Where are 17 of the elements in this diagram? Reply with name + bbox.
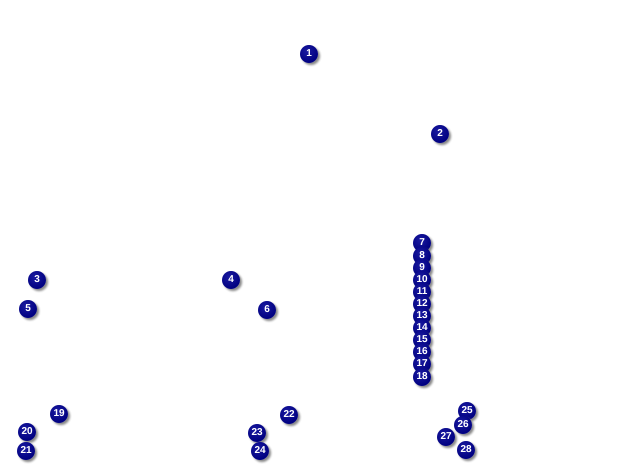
callout-number: 4 [222, 271, 240, 289]
callout-number: 25 [458, 402, 476, 420]
callout-number: 20 [18, 423, 36, 441]
callout-number: 28 [457, 441, 475, 459]
callout-number: 18 [413, 368, 431, 386]
callout-number: 5 [19, 300, 37, 318]
callout-number: 26 [454, 416, 472, 434]
callout-number: 2 [431, 125, 449, 143]
callout-number: 24 [251, 442, 269, 460]
callout-number: 21 [17, 442, 35, 460]
callout-number: 19 [50, 405, 68, 423]
callout-number: 3 [28, 271, 46, 289]
callout-number: 27 [437, 428, 455, 446]
callout-number: 1 [300, 45, 318, 63]
callout-number: 6 [258, 301, 276, 319]
callout-number: 22 [280, 406, 298, 424]
callout-number: 23 [248, 424, 266, 442]
